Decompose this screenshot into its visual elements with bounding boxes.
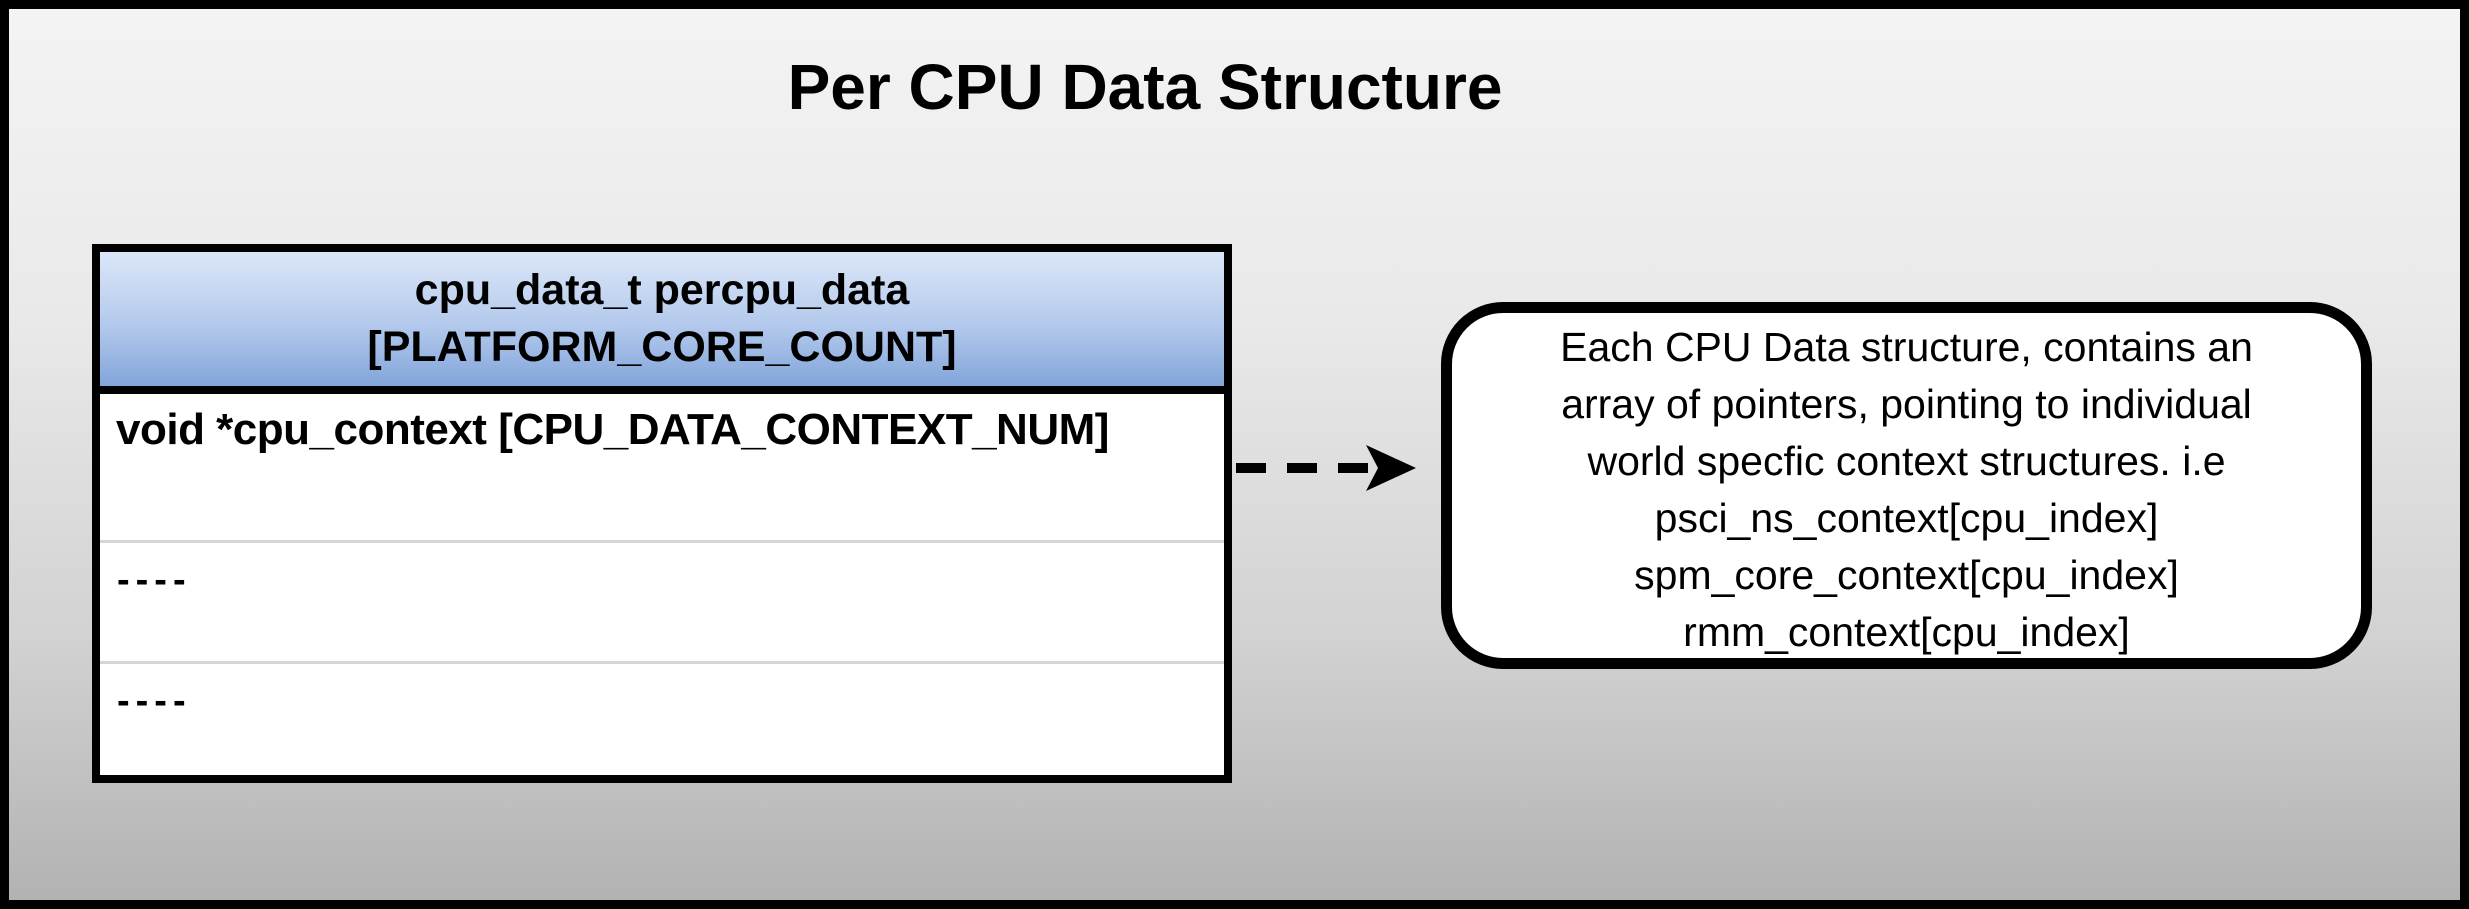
callout-line: array of pointers, pointing to individua… (1561, 381, 2252, 427)
callout-line: Each CPU Data structure, contains an (1560, 324, 2253, 370)
table-cell-placeholder: ---- (117, 680, 192, 722)
table-row: ---- (100, 664, 1224, 775)
dashed-arrow-icon (1236, 445, 1416, 491)
table-row: void *cpu_context [CPU_DATA_CONTEXT_NUM] (100, 394, 1224, 540)
row-separator (100, 540, 1224, 543)
callout-line: psci_ns_context[cpu_index] (1654, 495, 2159, 541)
table-header-line-1: cpu_data_t percpu_data (414, 266, 910, 314)
row-separator (100, 661, 1224, 664)
table-header-line-2: [PLATFORM_CORE_COUNT] (367, 323, 957, 371)
callout-line: spm_core_context[cpu_index] (1634, 552, 2179, 598)
callout-box: Each CPU Data structure, contains an arr… (1441, 302, 2372, 669)
page-title: Per CPU Data Structure (787, 51, 1503, 123)
table-cell-placeholder: ---- (117, 559, 192, 601)
callout-line: world specfic context structures. i.e (1587, 438, 2226, 484)
cpu-data-table: cpu_data_t percpu_data [PLATFORM_CORE_CO… (92, 244, 1232, 783)
table-cell-cpu-context: void *cpu_context [CPU_DATA_CONTEXT_NUM] (116, 405, 1109, 454)
callout-line: rmm_context[cpu_index] (1683, 609, 2130, 655)
table-header: cpu_data_t percpu_data [PLATFORM_CORE_CO… (100, 252, 1224, 394)
table-row: ---- (100, 543, 1224, 661)
